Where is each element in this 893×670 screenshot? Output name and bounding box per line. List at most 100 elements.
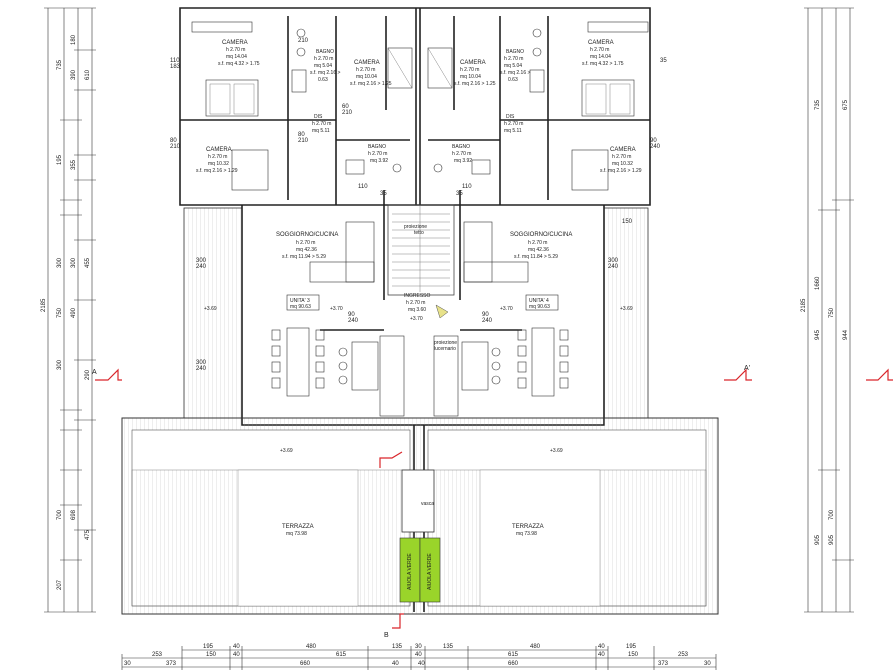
wardrobe-icons bbox=[191, 21, 649, 89]
dim-bottom-r2-2: 40 bbox=[233, 652, 240, 658]
room-name: CAMERA bbox=[354, 60, 380, 66]
unit-4-label: UNITA' 4 mq 90.63 bbox=[529, 298, 550, 310]
room-name: CAMERA bbox=[206, 147, 232, 153]
dim-bottom-r3-1: 373 bbox=[166, 661, 177, 667]
room-area: mq 14.04 bbox=[590, 54, 611, 60]
window-mark: 300 bbox=[608, 258, 619, 264]
dim-right-6: 700 bbox=[829, 509, 835, 520]
dim-bottom-r3-6: 373 bbox=[658, 661, 669, 667]
dim-left-5: 300 bbox=[57, 359, 63, 370]
dim-left-outer: 2185 bbox=[41, 298, 47, 312]
room-camera-2: CAMERA h 2.70 m mq 10.04 s.f. mq 2.16 > … bbox=[350, 60, 392, 87]
room-name: BAGNO bbox=[368, 144, 386, 150]
kitchen-counters bbox=[309, 221, 529, 417]
room-area: mq 10.04 bbox=[460, 74, 481, 80]
dim-bottom-r1-2: 480 bbox=[306, 644, 317, 650]
window-marks: 110 183 210 80 210 60 210 80 210 110 110… bbox=[170, 38, 667, 372]
window-mark: 35 bbox=[660, 58, 667, 64]
room-area: mq 3.60 bbox=[408, 307, 426, 313]
dim-bottom-r3-0: 30 bbox=[124, 661, 131, 667]
level-1: +3.69 bbox=[204, 306, 217, 312]
dim-left-6: 700 bbox=[57, 509, 63, 520]
room-area: mq 10.32 bbox=[208, 161, 229, 167]
room-sf-val: 0.63 bbox=[508, 77, 518, 83]
room-area: mq 5.11 bbox=[312, 128, 330, 134]
room-area: mq 42.36 bbox=[296, 247, 317, 253]
level-4: +3.70 bbox=[500, 306, 513, 312]
level-7: +3.69 bbox=[550, 448, 563, 454]
dim-left-16: 290 bbox=[85, 369, 91, 380]
dim-right-4: 945 bbox=[815, 329, 821, 340]
dim-left-11: 300 bbox=[71, 257, 77, 268]
room-area: mq 3.92 bbox=[370, 158, 388, 164]
planter-right bbox=[419, 537, 441, 603]
room-sf: s.f. mq 2.16 > 1.29 bbox=[600, 168, 642, 174]
section-marker-a-right: A' bbox=[724, 365, 752, 381]
room-height: h 2.70 m bbox=[296, 240, 315, 246]
window-mark: 35 bbox=[380, 191, 387, 197]
room-height: h 2.70 m bbox=[452, 151, 471, 157]
unit-area: mq 90.63 bbox=[290, 304, 311, 310]
room-dis-2: DIS h 2.70 m mq 5.11 bbox=[504, 114, 523, 134]
dim-left-1: 735 bbox=[57, 59, 63, 70]
dim-right-1: 735 bbox=[815, 99, 821, 110]
window-mark: 240 bbox=[196, 264, 207, 270]
dim-right-8: 944 bbox=[843, 329, 849, 340]
lucernario-label-1: proiezione bbox=[434, 340, 457, 346]
room-area: mq 5.11 bbox=[504, 128, 522, 134]
room-camera-1: CAMERA h 2.70 m mq 14.04 s.f. mq 4.32 > … bbox=[218, 40, 260, 67]
room-sf: s.f. mq 11.84 > 5.29 bbox=[514, 254, 558, 260]
dim-left-14: 610 bbox=[85, 69, 91, 80]
dining-tables bbox=[271, 327, 569, 397]
window-mark: 60 bbox=[342, 104, 349, 110]
dim-left-13: 698 bbox=[71, 509, 77, 520]
section-marker-b-bottom: B bbox=[384, 613, 404, 639]
proiezione-label-1: proiezione bbox=[404, 224, 427, 230]
unit-name: UNITA' 4 bbox=[529, 298, 549, 304]
dim-bottom-r3-4: 40 bbox=[418, 661, 425, 667]
window-mark: 240 bbox=[196, 366, 207, 372]
room-sf: s.f. mq 11.94 > 5.29 bbox=[282, 254, 326, 260]
room-bagno-2: BAGNO h 2.70 m mq 5.04 s.f. mq 2.16 > 0.… bbox=[500, 49, 531, 83]
room-sf-val: 0.63 bbox=[318, 77, 328, 83]
room-height: h 2.70 m bbox=[226, 47, 245, 53]
room-height: h 2.70 m bbox=[356, 67, 375, 73]
dim-left-9: 390 bbox=[71, 69, 77, 80]
unit-name: UNITA' 3 bbox=[290, 298, 310, 304]
window-mark: 240 bbox=[608, 264, 619, 270]
room-name: DIS bbox=[314, 114, 323, 120]
dim-bottom-r1-3: 135 bbox=[392, 644, 403, 650]
level-markers: +3.69 +3.70 +3.70 +3.70 +3.69 +3.69 +3.6… bbox=[204, 306, 633, 454]
dim-bottom-r1-5: 135 bbox=[443, 644, 454, 650]
section-marker-a-far-right bbox=[866, 368, 893, 381]
vasca-label: vasca bbox=[421, 501, 434, 507]
dim-bottom-r1-8: 195 bbox=[626, 644, 637, 650]
room-camera-3: CAMERA h 2.70 m mq 10.04 s.f. mq 2.16 > … bbox=[454, 60, 496, 87]
window-mark: 80 bbox=[170, 138, 177, 144]
dim-right-5: 905 bbox=[815, 534, 821, 545]
vasca-box bbox=[401, 469, 435, 533]
level-3: +3.70 bbox=[410, 316, 423, 322]
room-height: h 2.70 m bbox=[528, 240, 547, 246]
room-dis-1: DIS h 2.70 m mq 5.11 bbox=[312, 114, 331, 134]
room-area: mq 5.04 bbox=[504, 63, 522, 69]
room-sf: s.f. mq 4.32 > 1.75 bbox=[582, 61, 624, 67]
room-height: h 2.70 m bbox=[460, 67, 479, 73]
room-sf: s.f. mq 2.16 > 1.25 bbox=[350, 81, 392, 87]
window-mark: 35 bbox=[456, 191, 463, 197]
planter-right-label: AIUOLA VERDE bbox=[427, 553, 433, 590]
dim-bottom-r2-3: 615 bbox=[336, 652, 347, 658]
room-camera-6: CAMERA h 2.70 m mq 10.32 s.f. mq 2.16 > … bbox=[600, 147, 642, 174]
dim-bottom-r2-6: 40 bbox=[598, 652, 605, 658]
planter-left-label: AIUOLA VERDE bbox=[407, 553, 413, 590]
bottom-dimension-lines: 195 40 480 135 30 135 480 40 195 253 150… bbox=[121, 644, 717, 670]
room-name: CAMERA bbox=[610, 147, 636, 153]
room-name: TERRAZZA bbox=[282, 524, 314, 530]
section-label: B bbox=[384, 632, 389, 639]
room-height: h 2.70 m bbox=[314, 56, 333, 62]
section-marker-b-top bbox=[379, 451, 403, 468]
room-soggiorno-2: SOGGIORNO/CUCINA h 2.70 m mq 42.36 s.f. … bbox=[510, 232, 572, 260]
dim-left-3: 300 bbox=[57, 257, 63, 268]
room-area: mq 73.98 bbox=[516, 531, 537, 537]
